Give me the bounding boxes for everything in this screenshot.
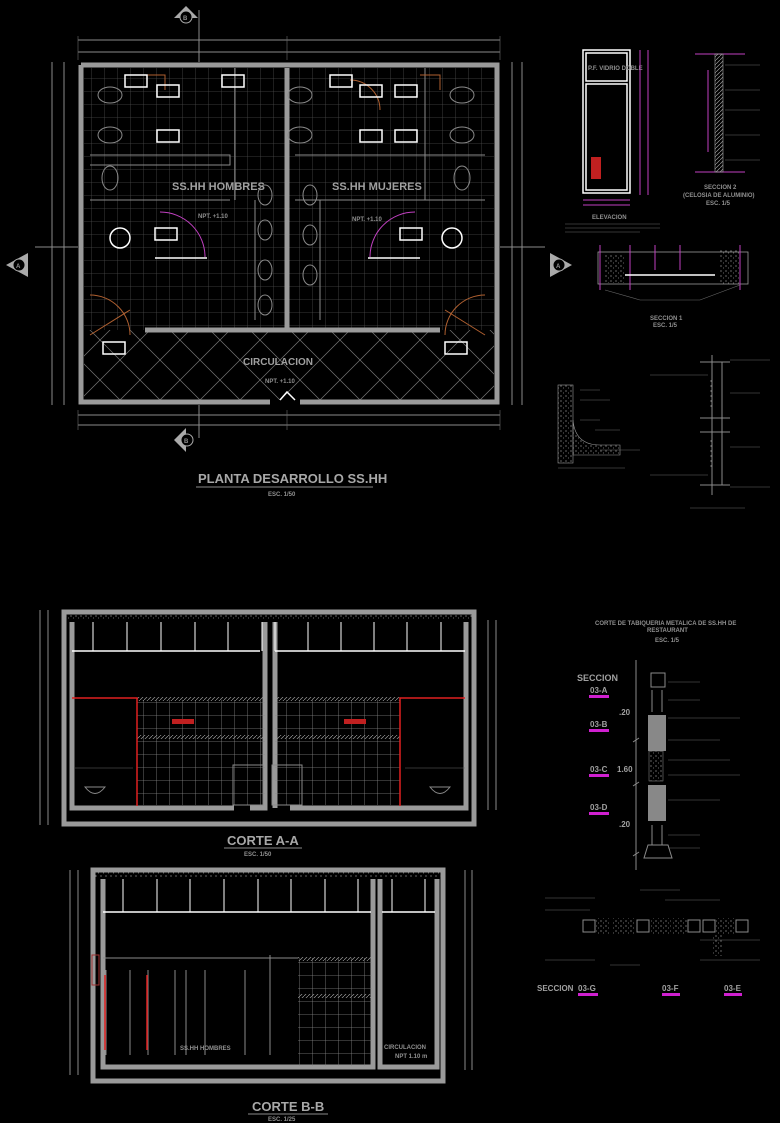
exterior-walls [78,62,500,405]
section-marker-a-left: A [6,246,78,277]
wall-section-detail [650,355,770,509]
svg-text:B: B [184,439,189,445]
door-swings [89,74,486,336]
level-women: NPT. +1.10 [352,217,383,223]
tabiqueria-title-2: RESTAURANT [647,628,688,634]
corte-bb-circulation: CIRCULACION [384,1045,426,1051]
label-03e: 03-E [724,984,742,993]
accessibility-icons [109,227,463,249]
elevation-title: ELEVACION [592,215,627,221]
plan-section-detail [545,889,760,966]
dim-bottom: .20 [619,820,631,829]
label-03a: 03-A [590,686,608,695]
corte-aa-title: CORTE A-A [227,833,299,848]
corte-bb-room: SS.HH HOMBRES [180,1046,231,1052]
section-a-a: CORTE A-A ESC. 1/50 [39,609,497,858]
room-label-circulation: CIRCULACION [243,357,313,368]
section-marker-a-right: A [500,246,572,277]
wall-tiles-left [137,700,265,805]
section1-title: SECCION 1 [650,316,683,322]
label-03b: 03-B [590,720,608,729]
section-marker-b-bottom: B [174,405,200,452]
section2-title: SECCION 2 [704,185,737,191]
svg-text:A: A [16,264,21,270]
circulation-floor [84,330,494,400]
section-2-detail: SECCION 2 (CELOSIA DE ALUMINIO) ESC. 1/5 [683,53,760,207]
svg-text:B: B [183,16,188,22]
room-label-men: SS.HH HOMBRES [172,181,265,193]
corte-bb-scale: ESC. 1/25 [268,1117,296,1123]
section-b-b: SS.HH HOMBRES CIRCULACION NPT 1.10 m COR… [69,867,473,1123]
tabiqueria-title-1: CORTE DE TABIQUERIA METALICA DE SS.HH DE [595,621,736,627]
level-circulation: NPT. +1.10 [265,379,296,385]
label-03g: 03-G [578,984,596,993]
wall-tiles-b [298,958,372,1066]
tabiqueria-scale: ESC. 1/5 [655,638,680,644]
svg-text:A: A [556,264,561,270]
dim-top: .20 [619,708,631,717]
bottom-seccion-label: SECCION [537,984,574,993]
label-03f: 03-F [662,984,679,993]
level-men: NPT. +1.10 [198,214,229,220]
wall-tiles-right [275,700,400,805]
corte-bb-title: CORTE B-B [252,1099,324,1114]
label-03d: 03-D [590,803,608,812]
section2-scale: ESC. 1/5 [706,201,731,207]
seccion-label: SECCION [577,673,618,683]
metal-partition-section: CORTE DE TABIQUERIA METALICA DE SS.HH DE… [537,621,760,996]
dimension-lines [51,36,523,430]
door-lock [591,157,601,179]
floor-wall-junction-detail [557,384,640,469]
section2-subtitle: (CELOSIA DE ALUMINIO) [683,193,755,199]
elevation-panel-label: P.F. VIDRIO DOBLE [588,66,643,72]
dim-mid: 1.60 [617,765,633,774]
ceiling-hangers-b [122,879,426,912]
label-03c: 03-C [590,765,608,774]
entry-arrow [279,390,296,401]
section-marker-b-top: B [174,6,200,62]
fixture-tags [102,74,468,355]
room-label-women: SS.HH MUJERES [332,181,422,193]
toilets [97,86,475,316]
plan-title: PLANTA DESARROLLO SS.HH [198,471,387,486]
section1-scale: ESC. 1/5 [653,323,678,329]
floor-plan: SS.HH HOMBRES SS.HH MUJERES NPT. +1.10 N… [6,6,572,498]
plan-scale: ESC. 1/50 [268,492,296,498]
corte-aa-scale: ESC. 1/50 [244,852,272,858]
ceiling-hangers-a [92,622,442,651]
partition-wall [145,68,440,333]
section-1-detail: SECCION 1 ESC. 1/5 [597,245,749,329]
door-elevation: P.F. VIDRIO DOBLE ELEVACION [565,49,660,233]
corte-bb-level: NPT 1.10 m [395,1054,427,1060]
